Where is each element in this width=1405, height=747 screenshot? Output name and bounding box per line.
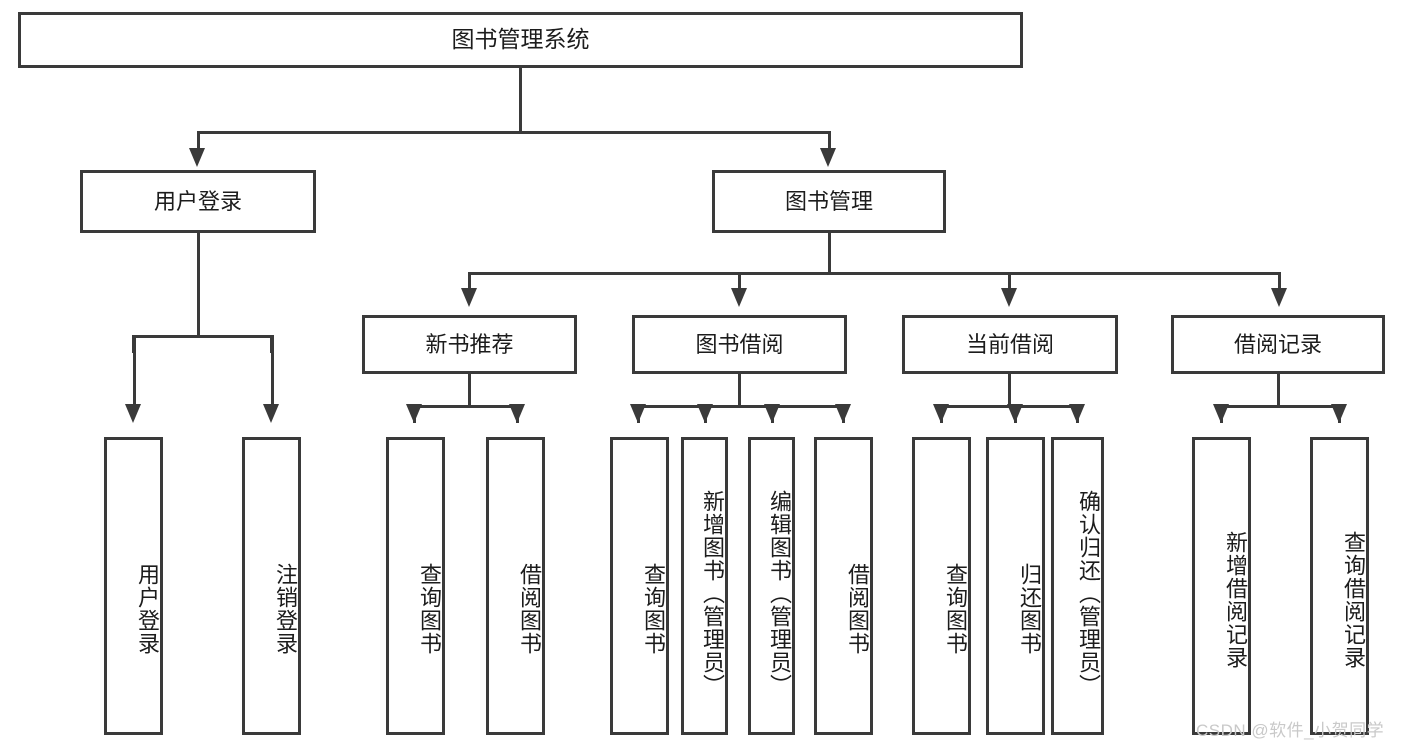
level2-bus-line <box>197 131 830 134</box>
leaf-query-books-current: 查询图书 <box>912 437 971 735</box>
leaf-node-label: 用户登录 <box>135 563 160 655</box>
user-login-children-drop-line <box>271 335 274 405</box>
csdn-watermark: CSDN @软件_小贺同学 <box>1196 721 1385 740</box>
level3-node-book-borrow: 图书借阅 <box>632 315 847 374</box>
leaf-node-label: 查询图书 <box>641 563 666 655</box>
leaf-return-books: 归还图书 <box>986 437 1045 735</box>
record-children-drop-line <box>1220 405 1223 423</box>
arrow-head-icon <box>1001 288 1017 307</box>
current-children-drop-line <box>1076 405 1079 423</box>
arrow-head-icon <box>189 148 205 167</box>
leaf-node-label: 编辑图书（管理员） <box>767 489 792 697</box>
leaf-query-books-recommend: 查询图书 <box>386 437 445 735</box>
level3-node-label: 图书借阅 <box>695 331 784 357</box>
borrow-children-drop-line <box>637 405 640 423</box>
leaf-borrow-books-recommend: 借阅图书 <box>486 437 545 735</box>
leaf-node-label: 新增借阅记录 <box>1223 531 1248 669</box>
leaf-borrow-books: 借阅图书 <box>814 437 873 735</box>
level3-drop-line <box>468 272 471 290</box>
record-children-bus-line <box>1219 405 1341 408</box>
arrow-head-icon <box>1271 288 1287 307</box>
level3-drop-line <box>738 272 741 290</box>
leaf-edit-book-admin: 编辑图书（管理员） <box>748 437 795 735</box>
level2-node-label: 用户登录 <box>153 188 242 214</box>
arrow-head-icon <box>731 288 747 307</box>
recommend-children-drop-line <box>516 405 519 423</box>
recommend-children-drop-line <box>413 405 416 423</box>
user-login-children-drop-line <box>270 335 273 353</box>
book-management-stem-line <box>828 233 831 272</box>
leaf-node-label: 注销登录 <box>273 563 298 655</box>
level3-node-label: 新书推荐 <box>425 331 514 357</box>
level3-bus-line <box>469 272 1280 275</box>
record-children-drop-line <box>1338 405 1341 423</box>
current-children-drop-line <box>940 405 943 423</box>
leaf-node-label: 归还图书 <box>1017 563 1042 655</box>
leaf-query-borrow-record: 查询借阅记录 <box>1310 437 1369 735</box>
leaf-logout-login: 注销登录 <box>242 437 301 735</box>
user-login-children-bus-line <box>133 335 272 338</box>
user-login-children-drop-line <box>132 335 135 353</box>
root-node: 图书管理系统 <box>18 12 1023 68</box>
borrow-children-bus-line <box>637 405 842 408</box>
level3-drop-line <box>1278 272 1281 290</box>
level2-node-book-management: 图书管理 <box>712 170 946 233</box>
level3-node-label: 借阅记录 <box>1233 331 1322 357</box>
arrow-head-icon <box>820 148 836 167</box>
current-children-stem-line <box>1008 374 1011 405</box>
leaf-add-book-admin: 新增图书（管理员） <box>681 437 728 735</box>
borrow-children-stem-line <box>738 374 741 405</box>
record-children-stem-line <box>1277 374 1280 405</box>
leaf-node-label: 借阅图书 <box>845 563 870 655</box>
level2-drop-line <box>197 131 200 151</box>
level3-node-label: 当前借阅 <box>965 331 1054 357</box>
root-node-label: 图书管理系统 <box>451 26 590 53</box>
arrow-head-icon <box>263 404 279 423</box>
level3-node-current-borrow: 当前借阅 <box>902 315 1118 374</box>
leaf-node-label: 借阅图书 <box>517 563 542 655</box>
borrow-children-drop-line <box>704 405 707 423</box>
leaf-node-label: 查询图书 <box>417 563 442 655</box>
leaf-node-label: 查询借阅记录 <box>1341 531 1366 669</box>
leaf-node-label: 新增图书（管理员） <box>700 489 725 697</box>
borrow-children-drop-line <box>771 405 774 423</box>
leaf-confirm-return-admin: 确认归还（管理员） <box>1051 437 1104 735</box>
leaf-node-label: 查询图书 <box>943 563 968 655</box>
level2-node-user-login: 用户登录 <box>80 170 316 233</box>
leaf-add-borrow-record: 新增借阅记录 <box>1192 437 1251 735</box>
borrow-children-drop-line <box>842 405 845 423</box>
current-children-drop-line <box>1014 405 1017 423</box>
level2-node-label: 图书管理 <box>784 188 873 214</box>
leaf-node-label: 确认归还（管理员） <box>1076 489 1101 697</box>
leaf-query-books-borrow: 查询图书 <box>610 437 669 735</box>
root-stem-line <box>519 68 522 132</box>
recommend-children-stem-line <box>468 374 471 405</box>
recommend-children-bus-line <box>414 405 517 408</box>
user-login-children-drop-line <box>133 335 136 405</box>
leaf-user-login: 用户登录 <box>104 437 163 735</box>
level3-node-new-book-recommend: 新书推荐 <box>362 315 577 374</box>
arrow-head-icon <box>125 404 141 423</box>
level2-drop-line <box>828 131 831 151</box>
arrow-head-icon <box>461 288 477 307</box>
level3-drop-line <box>1008 272 1011 290</box>
user-login-children-stem-line <box>197 233 200 335</box>
level3-node-borrow-record: 借阅记录 <box>1171 315 1385 374</box>
